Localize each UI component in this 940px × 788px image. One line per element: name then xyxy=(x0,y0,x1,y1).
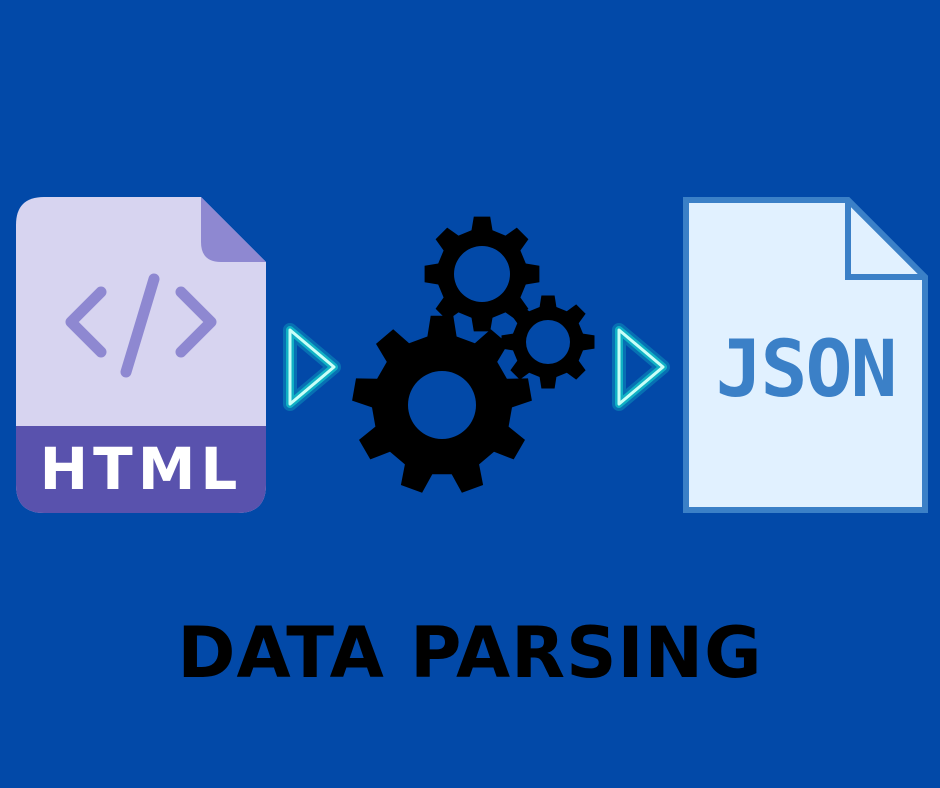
play-arrow-icon xyxy=(282,322,342,412)
json-page-fold xyxy=(845,200,925,280)
gears-icon xyxy=(350,212,605,497)
gears-graphic xyxy=(352,216,595,493)
top-gear xyxy=(424,216,540,332)
html-label: HTML xyxy=(39,435,243,503)
json-label: JSON xyxy=(715,325,898,415)
small-gear xyxy=(501,295,595,389)
arrow-graphic-2 xyxy=(612,323,670,411)
html-label-band xyxy=(16,426,266,513)
arrow-graphic-1 xyxy=(283,323,341,411)
code-brackets-icon xyxy=(65,273,217,378)
html-file-graphic xyxy=(16,197,266,513)
json-file-icon: JSON xyxy=(683,197,928,513)
html-page-fold xyxy=(201,197,266,262)
play-arrow-icon xyxy=(611,322,671,412)
large-gear xyxy=(352,315,532,493)
html-file-icon: HTML xyxy=(16,197,266,513)
diagram-caption: DATA PARSING xyxy=(177,612,763,694)
json-file-graphic xyxy=(683,197,928,513)
